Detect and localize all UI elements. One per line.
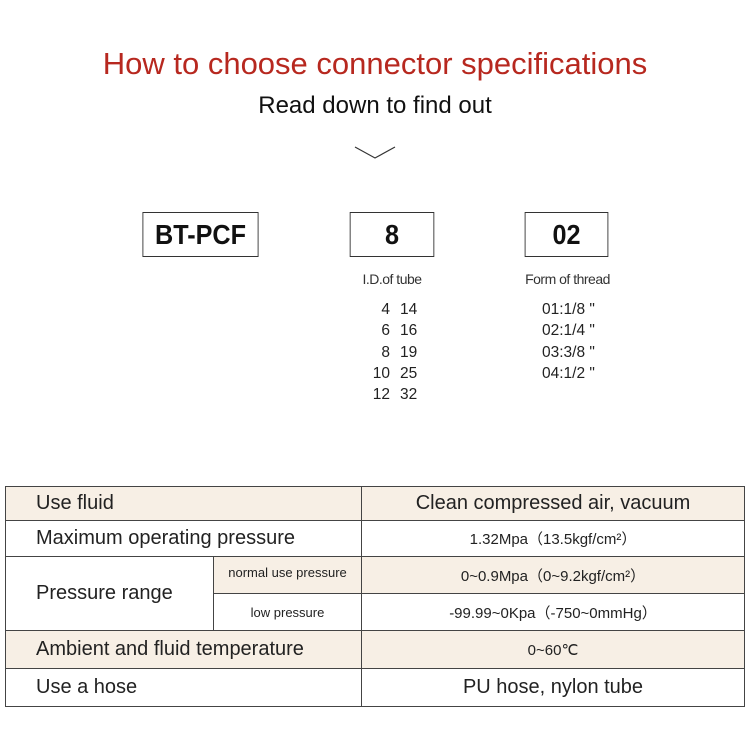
page-subtitle: Read down to find out bbox=[258, 92, 492, 119]
spec-value: Clean compressed air, vacuum bbox=[361, 486, 745, 521]
series-code-box: BT-PCF bbox=[142, 212, 259, 257]
thread-label: Form of thread bbox=[525, 271, 610, 287]
spec-value: 1.32Mpa（13.5kgf/cm²） bbox=[361, 520, 745, 557]
thread-option: 03:3/8 " bbox=[542, 343, 595, 361]
spec-label: Maximum operating pressure bbox=[5, 520, 362, 557]
specs-table: Use fluid Clean compressed air, vacuum M… bbox=[5, 486, 745, 707]
spec-label: Ambient and fluid temperature bbox=[5, 630, 362, 669]
page-title: How to choose connector specifications bbox=[102, 46, 648, 81]
spec-label: Pressure range bbox=[5, 556, 214, 631]
tube-code-box: 8 bbox=[349, 212, 435, 257]
spec-value: PU hose, nylon tube bbox=[361, 668, 745, 707]
thread-option: 04:1/2 " bbox=[542, 364, 595, 382]
spec-value: 0~60℃ bbox=[361, 630, 745, 669]
spec-row-low-pressure: low pressure -99.99~0Kpa（-750~0mmHg） bbox=[6, 593, 745, 631]
spec-row-hose: Use a hose PU hose, nylon tube bbox=[5, 668, 745, 707]
spec-row-max-pressure: Maximum operating pressure 1.32Mpa（13.5k… bbox=[5, 520, 745, 557]
thread-option-list: 01:1/8 " 02:1/4 " 03:3/8 " 04:1/2 " bbox=[542, 299, 595, 384]
spec-sublabel: normal use pressure bbox=[213, 556, 362, 594]
tube-label: I.D.of tube bbox=[362, 271, 422, 287]
spec-row-temperature: Ambient and fluid temperature 0~60℃ bbox=[5, 630, 745, 669]
spec-row-normal-pressure: Pressure range normal use pressure 0~0.9… bbox=[5, 556, 745, 631]
spec-label: Use fluid bbox=[5, 486, 362, 521]
spec-value: 0~0.9Mpa（0~9.2kgf/cm²） bbox=[361, 556, 745, 594]
chevron-down-icon bbox=[354, 146, 396, 159]
spec-value: -99.99~0Kpa（-750~0mmHg） bbox=[361, 593, 745, 631]
spec-row-fluid: Use fluid Clean compressed air, vacuum bbox=[5, 486, 745, 521]
thread-option: 02:1/4 " bbox=[542, 322, 595, 340]
spec-label: Use a hose bbox=[5, 668, 362, 707]
spec-sublabel: low pressure bbox=[213, 593, 362, 631]
thread-code-box: 02 bbox=[524, 212, 609, 257]
thread-option: 01:1/8 " bbox=[542, 301, 595, 318]
